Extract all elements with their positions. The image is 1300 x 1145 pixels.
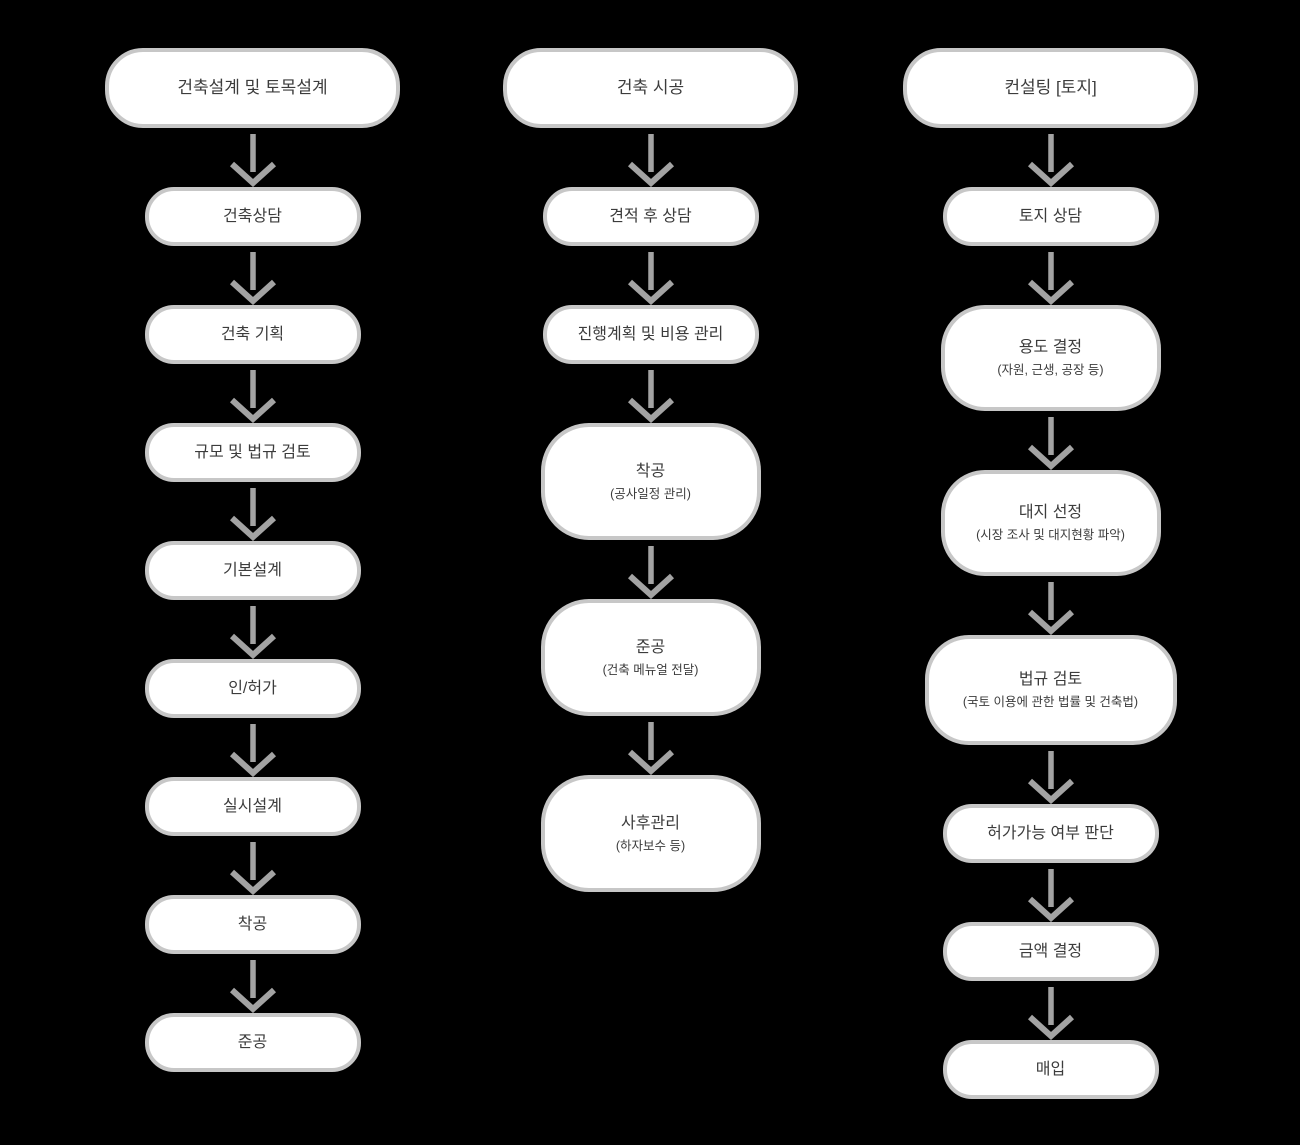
land-consulting-step-3-node: 대지 선정 (시장 조사 및 대지현황 파악) (940, 470, 1161, 576)
arrow-down-icon (1027, 582, 1074, 635)
design-step-6-node: 실시설계 (144, 777, 361, 836)
arrow-down-icon (627, 722, 674, 775)
land-consulting-step-3-note: (시장 조사 및 대지현황 파악) (976, 528, 1125, 542)
design-step-3-node: 규모 및 법규 검토 (144, 423, 361, 482)
arrow-down-icon (229, 488, 276, 541)
land-consulting-step-5-node: 허가가능 여부 판단 (942, 804, 1159, 863)
flow-column-land-consulting: 컨설팅 [토지] 토지 상담 용도 결정 (자원, 근생, 공장 등) 대지 선정… (903, 48, 1198, 1099)
design-step-6-label: 실시설계 (223, 797, 282, 815)
construction-step-4-note: (건축 메뉴얼 전달) (602, 662, 699, 677)
arrow-down-icon (1027, 751, 1074, 804)
land-consulting-step-2-note: (자원, 근생, 공장 등) (997, 363, 1104, 377)
land-consulting-step-7-node: 매입 (942, 1040, 1159, 1099)
land-consulting-step-1-node: 토지 상담 (942, 187, 1159, 246)
arrow-down-icon (229, 134, 276, 187)
land-consulting-step-2-label: 용도 결정 (1018, 339, 1083, 356)
design-step-3-label: 규모 및 법규 검토 (194, 443, 311, 461)
construction-step-1-label: 견적 후 상담 (609, 207, 692, 225)
land-consulting-step-6-label: 금액 결정 (1018, 942, 1083, 960)
design-step-1-label: 건축상담 (223, 207, 282, 225)
arrow-down-icon (1027, 987, 1074, 1040)
arrow-down-icon (1027, 417, 1074, 470)
arrow-down-icon (229, 960, 276, 1013)
arrow-down-icon (627, 134, 674, 187)
design-step-7-label: 착공 (237, 915, 268, 933)
arrow-down-icon (627, 546, 674, 599)
land-consulting-header-node: 컨설팅 [토지] (903, 48, 1198, 128)
flow-column-construction: 건축 시공 견적 후 상담 진행계획 및 비용 관리 착공 (공사일정 관리) 준… (503, 48, 798, 892)
land-consulting-step-4-note: (국토 이용에 관한 법률 및 건축법) (962, 695, 1139, 709)
arrow-down-icon (229, 724, 276, 777)
land-consulting-step-4-label: 법규 검토 (1018, 671, 1083, 688)
construction-step-4-node: 준공 (건축 메뉴얼 전달) (540, 599, 761, 716)
arrow-down-icon (1027, 252, 1074, 305)
design-step-4-node: 기본설계 (144, 541, 361, 600)
design-step-4-label: 기본설계 (223, 561, 282, 579)
construction-step-1-node: 견적 후 상담 (542, 187, 759, 246)
land-consulting-step-1-label: 토지 상담 (1018, 207, 1083, 225)
land-consulting-header-label: 컨설팅 [토지] (1004, 78, 1097, 98)
design-header-label: 건축설계 및 토목설계 (177, 78, 328, 98)
arrow-down-icon (627, 252, 674, 305)
construction-step-5-node: 사후관리 (하자보수 등) (540, 775, 761, 892)
construction-step-5-note: (하자보수 등) (615, 838, 686, 853)
arrow-down-icon (229, 370, 276, 423)
arrow-down-icon (229, 606, 276, 659)
design-step-8-label: 준공 (237, 1033, 268, 1051)
design-step-5-label: 인/허가 (228, 679, 277, 697)
design-step-2-node: 건축 기획 (144, 305, 361, 364)
land-consulting-step-3-label: 대지 선정 (1018, 504, 1083, 521)
flow-column-design: 건축설계 및 토목설계 건축상담 건축 기획 규모 및 법규 검토 기본설계 인… (105, 48, 400, 1072)
construction-step-5-label: 사후관리 (621, 814, 680, 832)
land-consulting-step-7-label: 매입 (1035, 1060, 1066, 1078)
land-consulting-step-6-node: 금액 결정 (942, 922, 1159, 981)
arrow-down-icon (1027, 869, 1074, 922)
arrow-down-icon (229, 842, 276, 895)
land-consulting-step-2-node: 용도 결정 (자원, 근생, 공장 등) (940, 305, 1161, 411)
construction-step-3-node: 착공 (공사일정 관리) (540, 423, 761, 540)
construction-step-3-note: (공사일정 관리) (610, 486, 691, 501)
land-consulting-step-4-node: 법규 검토 (국토 이용에 관한 법률 및 건축법) (924, 635, 1177, 745)
construction-step-2-label: 진행계획 및 비용 관리 (577, 325, 724, 343)
arrow-down-icon (229, 252, 276, 305)
land-consulting-step-5-label: 허가가능 여부 판단 (987, 824, 1114, 842)
design-step-2-label: 건축 기획 (220, 325, 285, 343)
arrow-down-icon (1027, 134, 1074, 187)
design-step-1-node: 건축상담 (144, 187, 361, 246)
construction-step-2-node: 진행계획 및 비용 관리 (542, 305, 759, 364)
design-step-8-node: 준공 (144, 1013, 361, 1072)
design-step-7-node: 착공 (144, 895, 361, 954)
construction-header-label: 건축 시공 (616, 78, 685, 98)
design-header-node: 건축설계 및 토목설계 (105, 48, 400, 128)
construction-step-3-label: 착공 (635, 462, 666, 480)
design-step-5-node: 인/허가 (144, 659, 361, 718)
construction-header-node: 건축 시공 (503, 48, 798, 128)
construction-step-4-label: 준공 (635, 638, 666, 656)
arrow-down-icon (627, 370, 674, 423)
